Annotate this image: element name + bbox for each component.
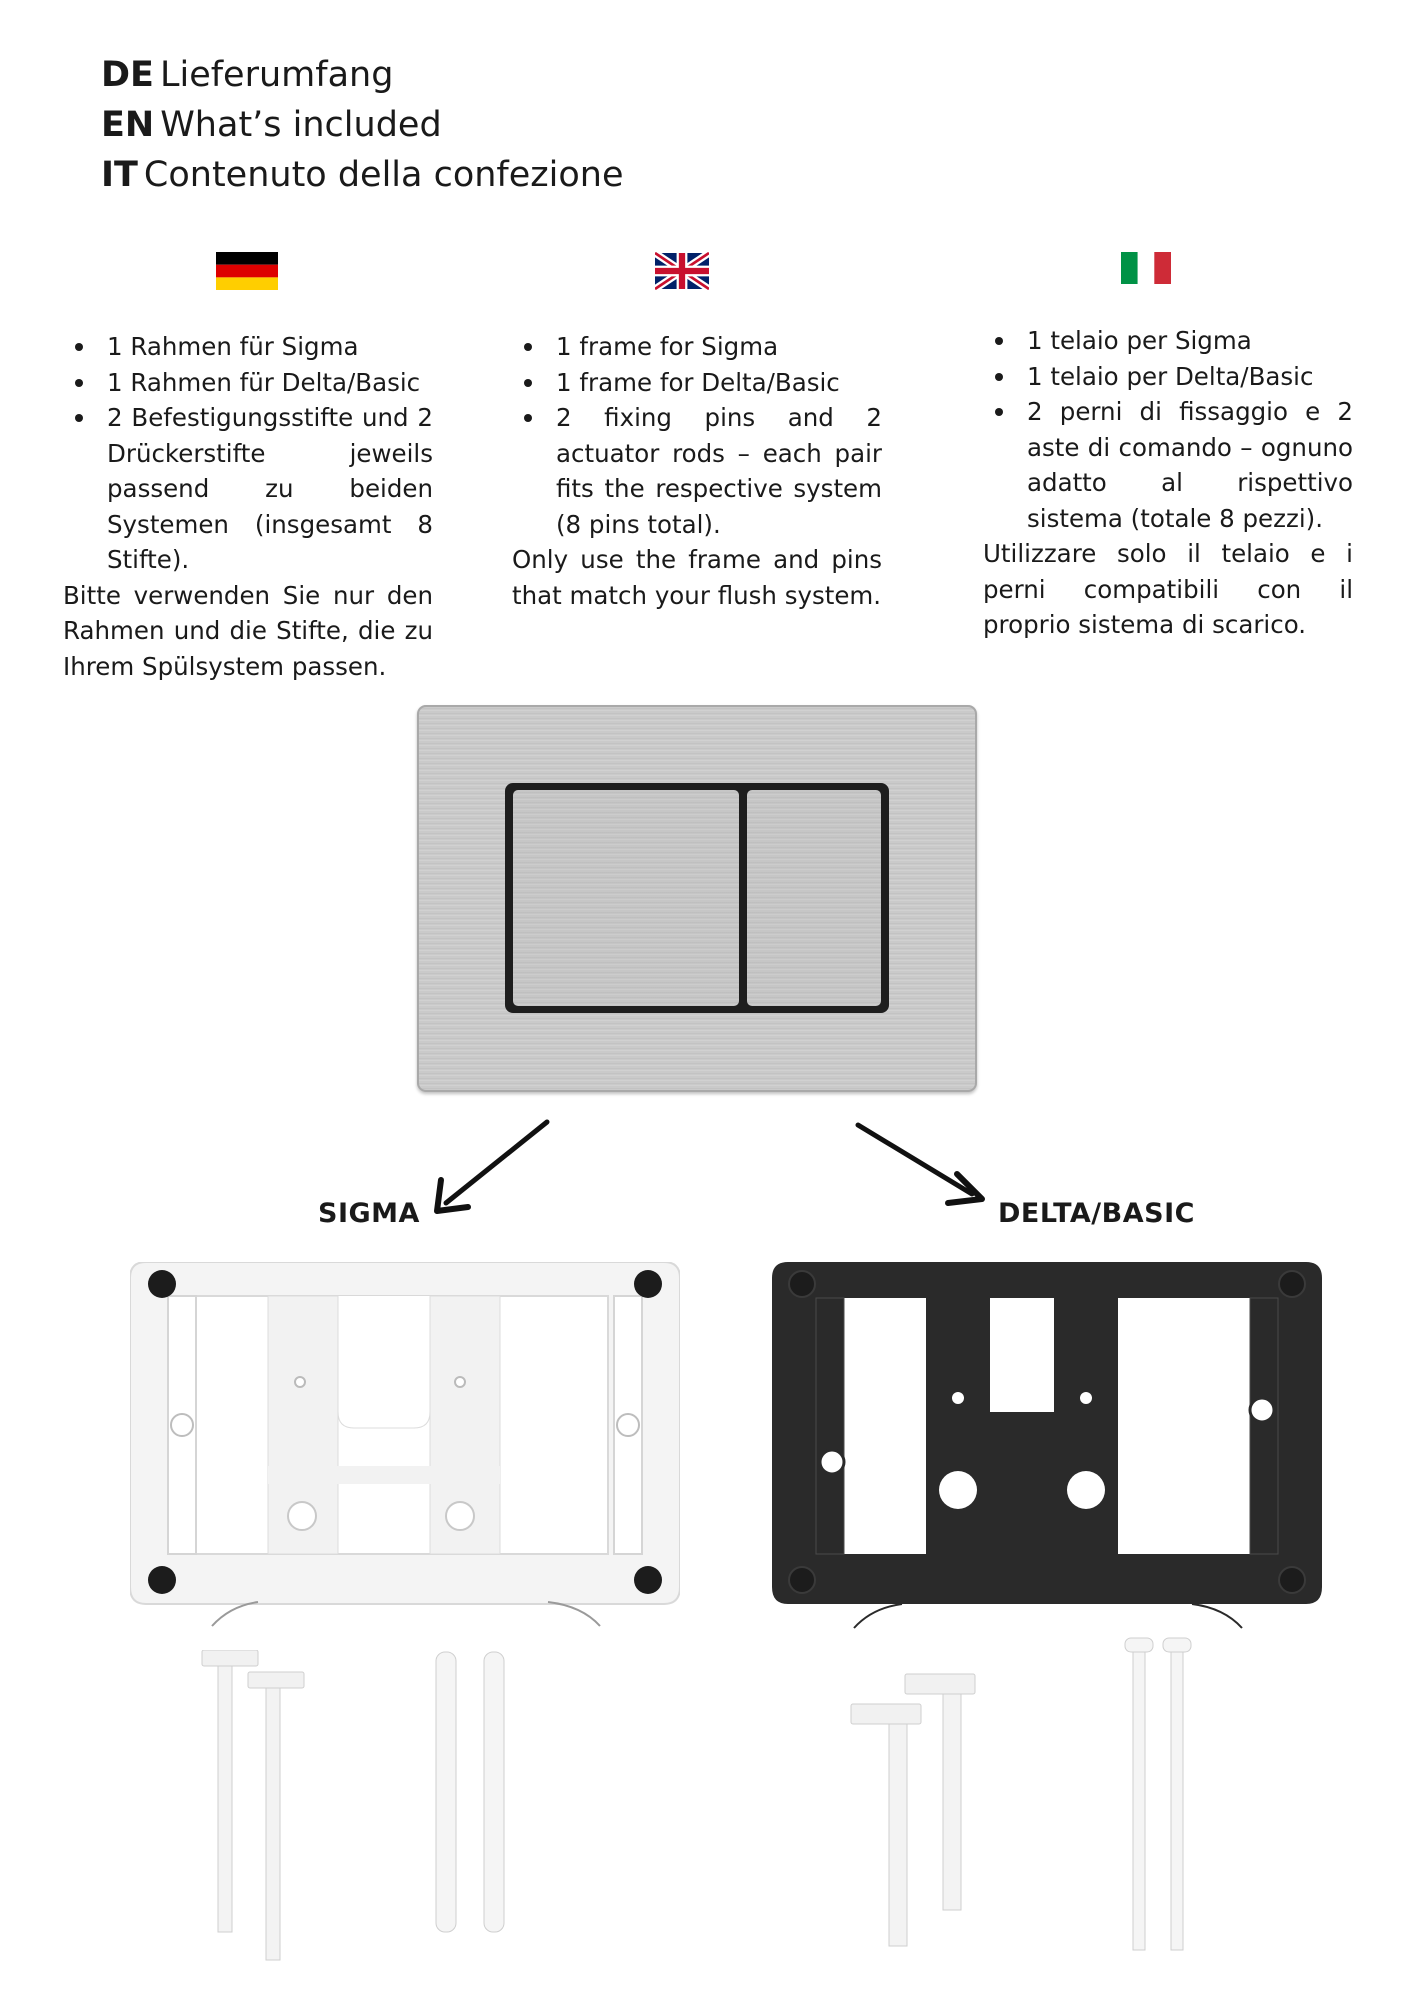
large-flush-button [513, 790, 739, 1006]
delta-basic-label: DELTA/BASIC [998, 1198, 1195, 1229]
heading-text: What’s included [160, 105, 442, 145]
fixing-pin-icon [850, 1703, 922, 1947]
list-item: 1 Rahmen für Sigma [63, 329, 433, 365]
sigma-pins-image [201, 1650, 505, 1961]
small-flush-button [747, 790, 881, 1006]
italian-flag-icon [1121, 252, 1171, 284]
list-item: 2 perni di fissaggio e 2 aste di comando… [983, 394, 1353, 536]
list-item: 1 Rahmen für Delta/Basic [63, 365, 433, 401]
heading-code: DE [101, 55, 154, 95]
flush-plate-image [417, 705, 977, 1092]
actuator-rod-icon [435, 1651, 457, 1933]
column-de: 1 Rahmen für Sigma 1 Rahmen für Delta/Ba… [63, 329, 433, 684]
actuator-rod-icon [483, 1651, 505, 1933]
heading-code: EN [101, 105, 155, 145]
column-it: 1 telaio per Sigma 1 telaio per Delta/Ba… [983, 323, 1353, 643]
arrow-left-icon [434, 1119, 550, 1214]
list-item: 1 frame for Sigma [512, 329, 882, 365]
sigma-label: SIGMA [318, 1198, 420, 1229]
list-item: 2 Befestigungsstifte und 2 Drückerstifte… [63, 400, 433, 578]
heading-text: Contenuto della confezione [143, 155, 624, 195]
fixing-pin-icon [247, 1671, 305, 1961]
button-surround [505, 783, 889, 1013]
german-flag-icon [216, 252, 278, 290]
list-item: 2 fixing pins and 2 actuator rods – each… [512, 400, 882, 542]
list-item: 1 telaio per Sigma [983, 323, 1353, 359]
fixing-pin-icon [201, 1650, 259, 1933]
note-de: Bitte verwenden Sie nur den Rahmen und d… [63, 580, 433, 681]
sigma-frame-image [130, 1262, 680, 1627]
note-it: Utilizzare solo il telaio e i perni comp… [983, 539, 1353, 639]
delta-basic-frame-image [772, 1262, 1322, 1629]
fixing-pin-icon [904, 1673, 976, 1911]
column-en: 1 frame for Sigma 1 frame for Delta/Basi… [512, 329, 882, 613]
bullet-list-de: 1 Rahmen für Sigma 1 Rahmen für Delta/Ba… [63, 329, 433, 578]
bullet-list-en: 1 frame for Sigma 1 frame for Delta/Basi… [512, 329, 882, 542]
list-item: 1 telaio per Delta/Basic [983, 359, 1353, 395]
delta-basic-pins-image [850, 1637, 1192, 1951]
list-item: 1 frame for Delta/Basic [512, 365, 882, 401]
bullet-list-it: 1 telaio per Sigma 1 telaio per Delta/Ba… [983, 323, 1353, 536]
heading-text: Lieferumfang [159, 55, 394, 95]
uk-flag-icon [655, 252, 709, 290]
actuator-rod-icon [1124, 1637, 1154, 1951]
note-en: Only use the frame and pins that match y… [512, 545, 882, 610]
heading-code: IT [101, 155, 138, 195]
actuator-rod-icon [1162, 1637, 1192, 1951]
arrow-right-icon [855, 1122, 985, 1206]
